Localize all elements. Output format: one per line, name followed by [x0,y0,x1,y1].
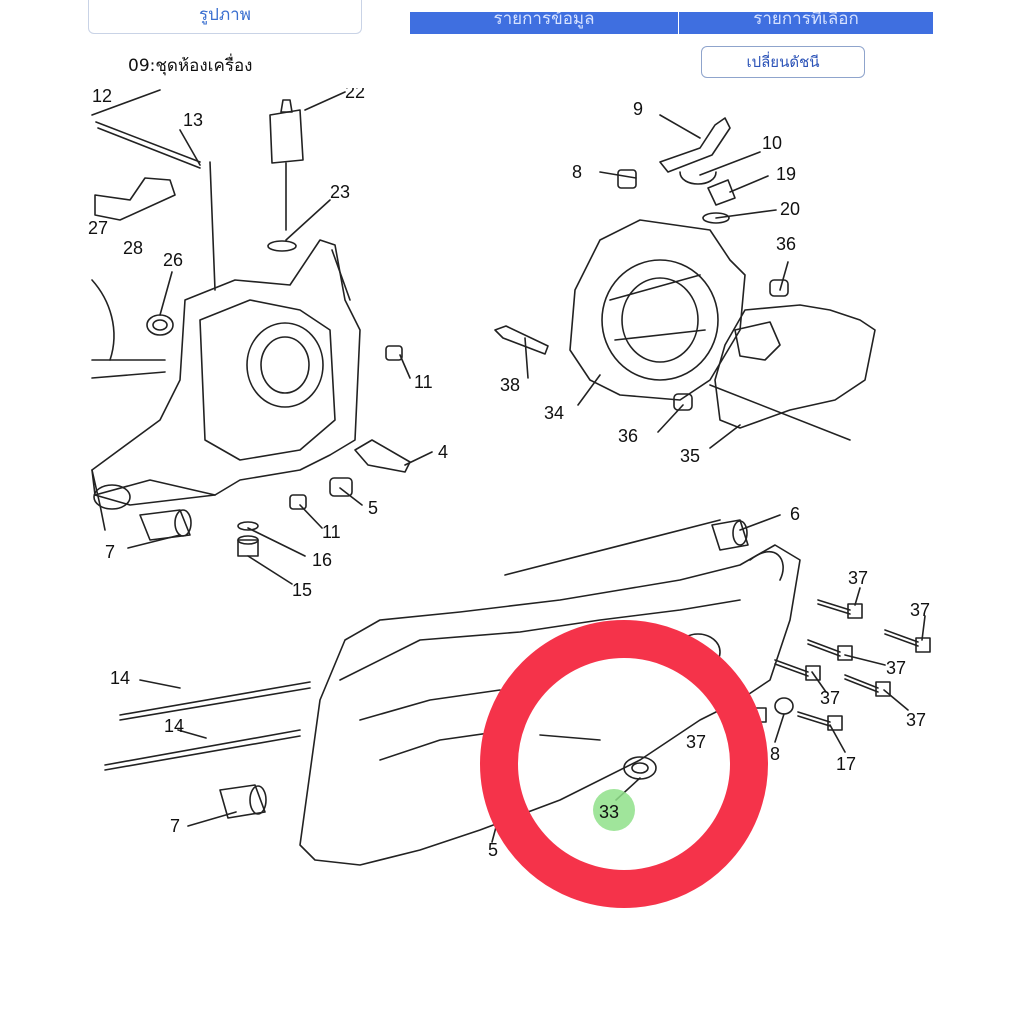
part-16 [237,521,259,531]
highlight-ring [480,620,768,908]
callout-17: 17 [836,754,856,774]
lower-crankcase [299,544,801,866]
callout-11a: 11 [414,372,433,392]
part-8a [617,169,637,189]
callout-7b: 7 [170,816,180,836]
callout-22: 22 [345,88,365,102]
part-37c [807,639,841,657]
callout-37a: 37 [848,568,868,588]
section-title: 09:ชุดห้องเครื่อง [128,56,253,76]
callout-37e: 37 [906,710,926,730]
exploded-view-svg: 12 22 13 23 27 28 26 11 4 5 11 16 15 7 9… [88,82,931,908]
callout-8a: 8 [572,162,582,182]
callout-34: 34 [544,403,564,423]
tab-bar: รูปภาพ รายการข้อมูล รายการที่เลือก [0,0,1024,36]
crankcase-cover [569,219,746,401]
tab-selected-list[interactable]: รายการที่เลือก [679,12,933,34]
part-7a [139,509,191,541]
callout-26: 26 [163,250,183,270]
callout-19: 19 [776,164,796,184]
callout-8b: 8 [770,744,780,764]
part-5a [329,477,353,497]
callout-6: 6 [790,504,800,524]
part-10 [679,171,717,185]
callout-11b: 11 [322,522,341,542]
callout-37c: 37 [886,658,906,678]
part-11b [289,494,307,510]
part-8b [774,697,794,715]
callout-35: 35 [680,446,700,466]
left-crankcase-outline [91,239,361,506]
callout-5b: 5 [488,840,498,860]
callout-7a: 7 [105,542,115,562]
callout-37b: 37 [910,600,930,620]
callout-9: 9 [633,99,643,119]
tab-data-list[interactable]: รายการข้อมูล [410,12,678,34]
callout-13: 13 [183,110,203,130]
callout-36a: 36 [776,234,796,254]
part-26 [146,314,174,336]
highlight-marker [593,789,635,831]
callout-10: 10 [762,133,782,153]
callout-12: 12 [92,88,112,106]
part-38 [494,325,549,355]
callout-27: 27 [88,218,108,238]
callout-33: 33 [599,802,619,822]
part-13 [95,121,201,169]
callout-36b: 36 [618,426,638,446]
callout-20: 20 [780,199,800,219]
part-12 [91,89,161,116]
part-36b [673,393,693,411]
part-23 [267,240,297,252]
part-4 [354,439,411,473]
callout-5a: 5 [368,498,378,518]
callout-15: 15 [292,580,312,600]
callout-38: 38 [500,375,520,395]
part-37e [844,674,879,693]
callout-37f: 37 [686,732,706,752]
parts-diagram: 12 22 13 23 27 28 26 11 4 5 11 16 15 7 9… [0,82,1024,1024]
part-36a [769,279,789,297]
part-7b [219,784,266,819]
part-35 [714,304,876,429]
part-15 [237,539,259,557]
callout-14b: 14 [164,716,184,736]
part-37b [884,629,919,647]
part-19 [707,179,736,206]
part-37a [817,599,851,615]
callout-23: 23 [330,182,350,202]
change-index-button[interactable]: เปลี่ยนดัชนี [701,46,865,78]
part-6 [711,519,749,551]
part-27 [94,177,176,221]
part-22 [269,109,304,164]
callout-4: 4 [438,442,448,462]
part-20 [702,212,730,224]
callout-37d: 37 [820,688,840,708]
part-14a [119,681,311,721]
callout-14a: 14 [110,668,130,688]
part-37f [797,711,831,727]
part-37d [774,659,809,677]
part-11a [385,345,403,361]
callout-16: 16 [312,550,332,570]
part-9 [659,117,731,173]
tab-pictures[interactable]: รูปภาพ [88,0,362,34]
part-14b [104,729,301,771]
callout-28: 28 [123,238,143,258]
